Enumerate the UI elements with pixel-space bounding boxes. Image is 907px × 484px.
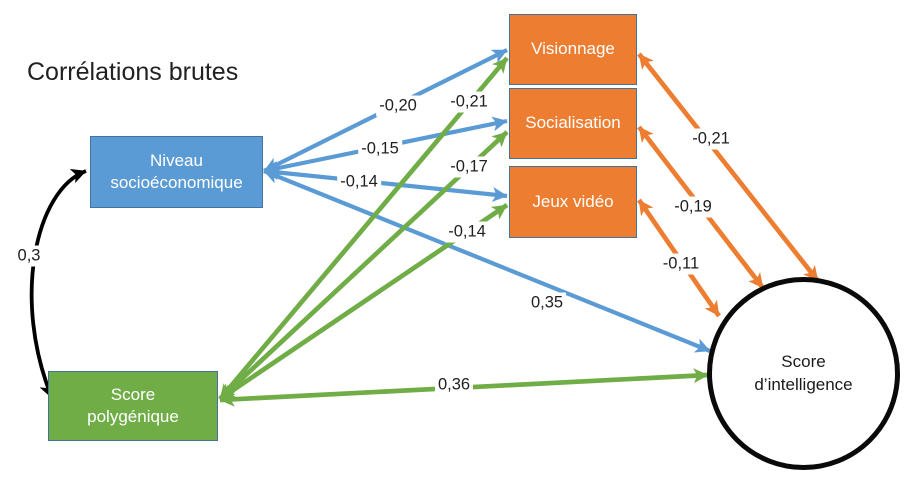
edge-niveau-polygenique [29, 169, 87, 399]
edge-polygenique-intelligence [219, 368, 709, 407]
node-niveau-line1: Niveau [150, 150, 203, 170]
node-polygenique-line2: polygénique [87, 407, 179, 426]
node-intelligence-line1: Score [781, 351, 826, 371]
node-visionnage: Visionnage [509, 14, 637, 85]
edge-polygenique-visionnage [218, 56, 509, 401]
node-intelligence-line2: d’intelligence [754, 374, 853, 394]
node-score-intelligence: Score d’intelligence [707, 277, 900, 470]
edge-polygenique-socialisation [218, 130, 509, 401]
node-polygenique-line1: Score [110, 384, 156, 404]
page-title: Corrélations brutes [27, 58, 239, 86]
node-visionnage-label: Visionnage [531, 39, 615, 59]
edge-socialisation-intelligence [637, 125, 765, 290]
node-niveau-socioeconomique: Niveau socioéconomique [90, 136, 263, 208]
node-jeux-video: Jeux vidéo [509, 166, 637, 238]
node-socialisation: Socialisation [509, 88, 637, 159]
edge-polygenique-jeux-video [218, 203, 509, 401]
node-socialisation-label: Socialisation [525, 113, 621, 133]
edge-niveau-visionnage [263, 48, 508, 173]
node-jeux-video-label: Jeux vidéo [532, 191, 614, 211]
node-niveau-line2: socioéconomique [110, 173, 243, 192]
node-score-polygenique: Score polygénique [48, 371, 218, 441]
